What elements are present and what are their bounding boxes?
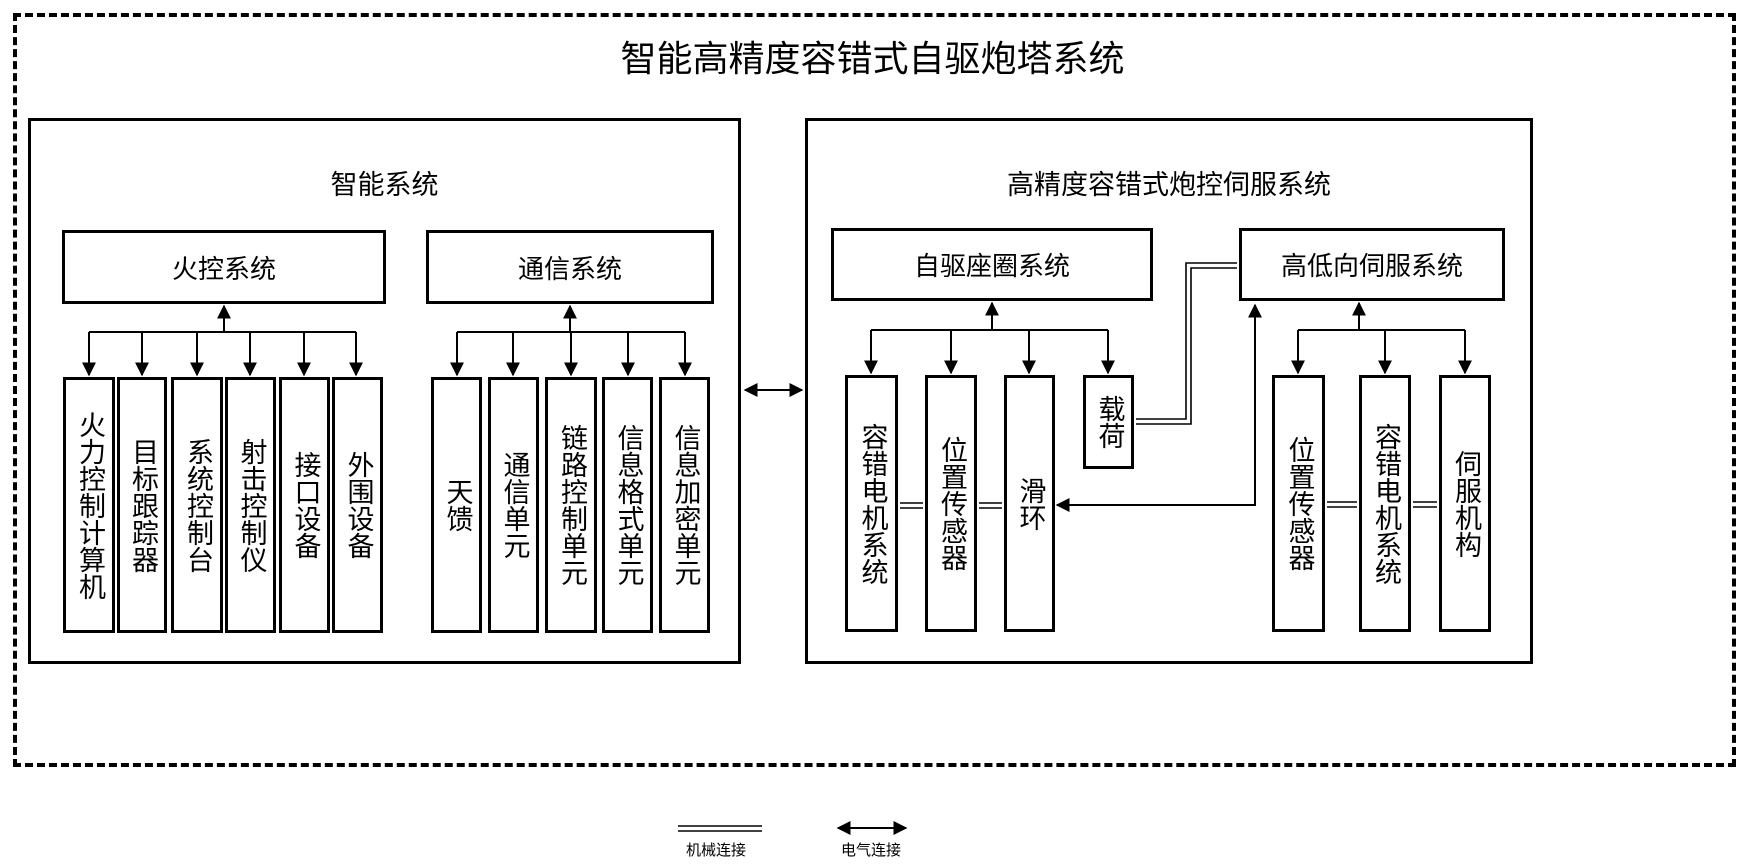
comm-system-label: 通信系统 [517,254,622,285]
intelligent-system-title: 智能系统 [330,170,439,201]
load-label: 载荷 [1093,395,1125,449]
elevation-servo-label: 高低向伺服系统 [1280,252,1463,282]
system-console-box: 系统控制台 [171,377,223,633]
mechanical-legend-label: 机械连接 [686,841,747,859]
comm-unit-box: 通信单元 [488,377,539,633]
comm-unit-label: 通信单元 [498,451,530,559]
info-format-unit-box: 信息格式单元 [602,377,653,633]
slip-ring-label: 滑环 [1014,476,1046,531]
fire-control-computer-box: 火力控制计算机 [63,377,115,633]
info-encryption-unit-label: 信息加密单元 [669,424,701,586]
ring-position-sensor-label: 位置传感器 [936,436,967,571]
fire-control-computer-label: 火力控制计算机 [74,410,105,600]
servo-control-title: 高精度容错式炮控伺服系统 [1007,170,1331,201]
slip-ring-box: 滑环 [1004,375,1055,632]
comm-system-box: 通信系统 [426,230,714,304]
diagram-title: 智能高精度容错式自驱炮塔系统 [620,39,1125,80]
turret-system-boundary [13,13,1736,767]
peripheral-device-label: 外围设备 [342,451,374,559]
elevation-servo-box: 高低向伺服系统 [1239,228,1505,301]
firing-controller-label: 射击控制仪 [235,437,267,573]
interface-device-label: 接口设备 [289,451,321,559]
ring-fault-tolerant-motor-label: 容错电机系统 [856,422,888,585]
servo-fault-tolerant-motor-box: 容错电机系统 [1359,375,1411,632]
servo-position-sensor-label: 位置传感器 [1283,436,1315,571]
servo-mechanism-box: 伺服机构 [1439,375,1491,632]
interface-device-box: 接口设备 [279,377,330,633]
info-encryption-unit-box: 信息加密单元 [659,377,710,633]
firing-controller-box: 射击控制仪 [225,377,276,633]
servo-position-sensor-box: 位置传感器 [1272,375,1325,632]
peripheral-device-box: 外围设备 [332,377,383,633]
servo-mechanism-label: 伺服机构 [1450,449,1481,558]
electrical-legend-label: 电气连接 [841,841,902,859]
info-format-unit-label: 信息格式单元 [612,424,644,586]
ring-position-sensor-box: 位置传感器 [925,375,977,632]
fire-control-system-label: 火控系统 [171,254,276,285]
system-console-label: 系统控制台 [182,437,213,573]
self-driven-ring-box: 自驱座圈系统 [831,228,1153,301]
link-control-unit-box: 链路控制单元 [545,377,597,633]
link-control-unit-label: 链路控制单元 [556,424,587,586]
target-tracker-box: 目标跟踪器 [117,377,167,633]
antenna-feed-box: 天馈 [431,377,482,633]
antenna-feed-label: 天馈 [441,478,473,532]
load-box: 载荷 [1083,375,1134,469]
target-tracker-label: 目标跟踪器 [127,437,158,573]
servo-fault-tolerant-motor-label: 容错电机系统 [1370,422,1401,585]
self-driven-ring-label: 自驱座圈系统 [913,252,1070,282]
ring-fault-tolerant-motor-box: 容错电机系统 [845,375,898,632]
fire-control-system-box: 火控系统 [62,230,386,304]
